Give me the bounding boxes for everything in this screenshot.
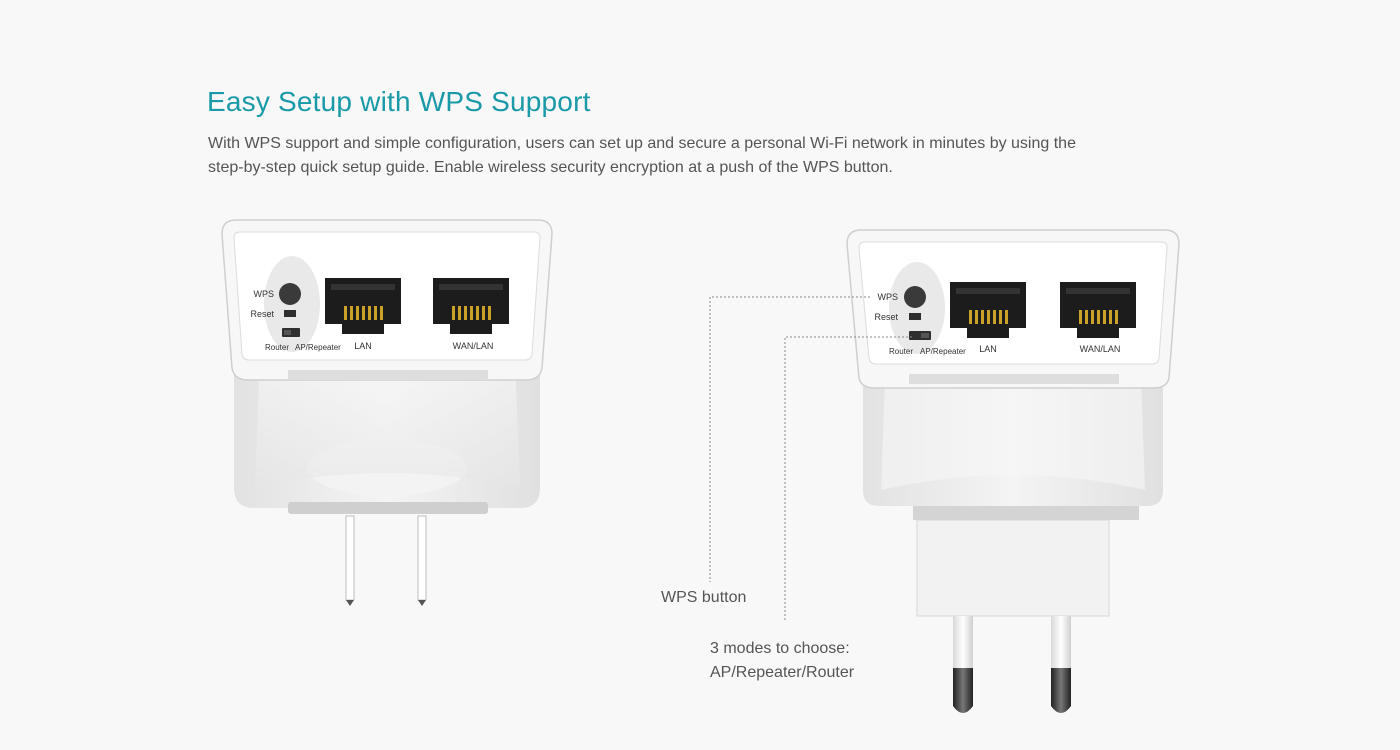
wps-label: WPS bbox=[877, 292, 898, 302]
ap-repeater-label: AP/Repeater bbox=[295, 343, 341, 352]
lan-label: LAN bbox=[979, 344, 997, 354]
reset-label: Reset bbox=[250, 309, 274, 319]
page-headline: Easy Setup with WPS Support bbox=[207, 86, 591, 117]
extender-us-plug-image: WPS Reset Router AP/Repeater LAN WAN/LAN bbox=[220, 218, 555, 610]
modes-callout-line-2: AP/Repeater/Router bbox=[710, 664, 855, 681]
router-label: Router bbox=[265, 343, 289, 352]
wan-lan-label: WAN/LAN bbox=[1080, 344, 1121, 354]
description-line-1: With WPS support and simple configuratio… bbox=[208, 135, 1076, 152]
router-label: Router bbox=[889, 347, 913, 356]
ap-repeater-label: AP/Repeater bbox=[920, 347, 966, 356]
wan-lan-label: WAN/LAN bbox=[453, 341, 494, 351]
lan-label: LAN bbox=[354, 341, 372, 351]
reset-label: Reset bbox=[874, 312, 898, 322]
feature-description: With WPS support and simple configuratio… bbox=[208, 132, 1108, 180]
description-line-2: step-by-step quick setup guide. Enable w… bbox=[208, 159, 893, 176]
modes-callout-line-1: 3 modes to choose: bbox=[710, 640, 850, 657]
wps-button-callout: WPS button bbox=[661, 589, 747, 606]
extender-eu-plug-image: WPS Reset Router AP/Repeater LAN WAN/LAN bbox=[845, 228, 1185, 720]
wps-label: WPS bbox=[253, 289, 274, 299]
modes-callout: 3 modes to choose: AP/Repeater/Router bbox=[710, 637, 854, 685]
